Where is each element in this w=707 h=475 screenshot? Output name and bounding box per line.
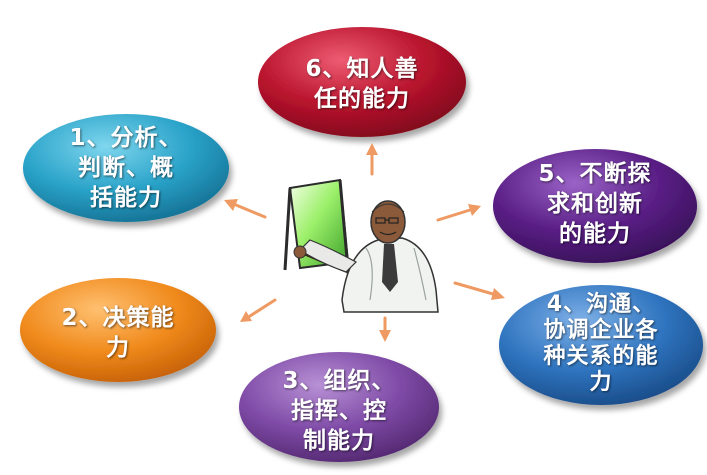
node-label-2: 2、决策能 力: [53, 303, 183, 363]
node-5-line-3: 的能力: [559, 221, 631, 247]
node-2-line-2: 力: [106, 335, 130, 361]
node-6-line-2: 任的能力: [314, 86, 410, 112]
node-3-line-2: 指挥、控: [291, 398, 387, 424]
node-ellipse-1: [23, 114, 229, 222]
node-label-4: 4、沟通、 协调企业各 种关系的能 力: [526, 292, 676, 396]
arrow-to-node-3: [379, 316, 391, 342]
node-ellipse-5: [493, 149, 697, 263]
arrow-to-node-6: [366, 143, 378, 176]
node-label-6: 6、知人善 任的能力: [292, 54, 432, 114]
node-1-line-2: 判断、概: [78, 155, 174, 181]
arrow-to-node-5: [436, 204, 481, 222]
node-1-line-1: 1、分析、: [69, 125, 183, 151]
node-ellipse-2: [20, 278, 216, 382]
node-ellipse-3: [239, 352, 439, 462]
node-6-line-1: 6、知人善: [305, 56, 419, 82]
node-4-line-1: 4、沟通、: [546, 292, 656, 317]
node-label-5: 5、不断探 求和创新 的能力: [525, 159, 665, 249]
node-5-line-1: 5、不断探: [538, 161, 652, 187]
arrow-to-node-2: [240, 298, 277, 322]
node-label-1: 1、分析、 判断、概 括能力: [56, 123, 196, 213]
arrows: [224, 143, 505, 342]
node-3-line-3: 制能力: [303, 428, 375, 454]
node-2-line-1: 2、决策能: [61, 305, 175, 331]
node-3-line-1: 3、组织、: [282, 368, 396, 394]
node-ellipse-6: [258, 27, 466, 137]
node-4-line-4: 力: [589, 370, 613, 395]
node-label-3: 3、组织、 指挥、控 制能力: [269, 366, 409, 456]
node-5-line-2: 求和创新: [547, 191, 643, 217]
presenter-with-chalkboard-icon: [283, 178, 439, 313]
arrow-to-node-4: [453, 281, 505, 300]
node-4-line-3: 种关系的能: [543, 344, 659, 369]
node-4-line-2: 协调企业各: [543, 318, 659, 343]
node-ellipse-4: [499, 285, 703, 405]
node-1-line-3: 括能力: [90, 185, 162, 211]
arrow-to-node-1: [224, 199, 267, 219]
